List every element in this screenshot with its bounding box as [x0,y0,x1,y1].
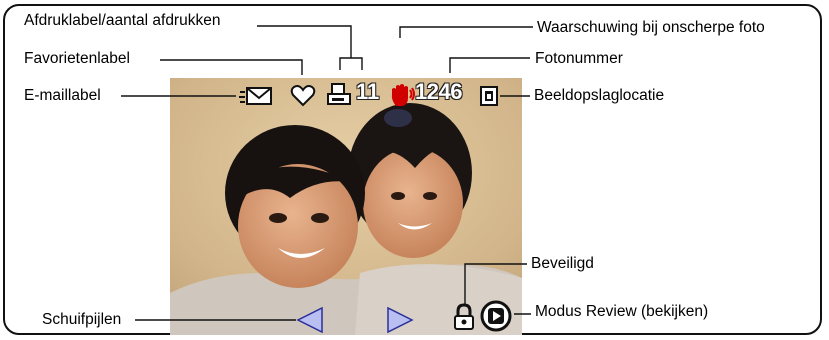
print-tag-icon [327,83,351,105]
heart-icon [290,85,316,107]
photo-number-callout: Fotonummer [535,50,623,67]
review-play-icon[interactable] [480,300,512,332]
protected-callout: Beveiligd [531,255,594,272]
print-label-callout: Afdruklabel/aantal afdrukken [24,12,221,29]
left-arrow-icon[interactable] [296,306,324,334]
storage-location-callout: Beeldopslaglocatie [534,87,665,104]
camera-lcd-photo [170,78,522,335]
print-count: 11 [356,79,380,104]
email-tag-icon [239,87,272,105]
right-arrow-icon[interactable] [386,306,414,334]
hand-shake-icon [391,84,415,106]
review-mode-callout: Modus Review (bekijken) [535,303,709,320]
memory-card-icon [480,86,498,106]
photo-number: 1246 [415,79,462,104]
email-label-callout: E-maillabel [24,87,101,104]
lock-icon [454,303,474,330]
scroll-arrows-callout: Schuifpijlen [42,311,122,328]
favorite-label-callout: Favorietenlabel [24,50,130,67]
blur-warning-callout: Waarschuwing bij onscherpe foto [537,19,765,36]
